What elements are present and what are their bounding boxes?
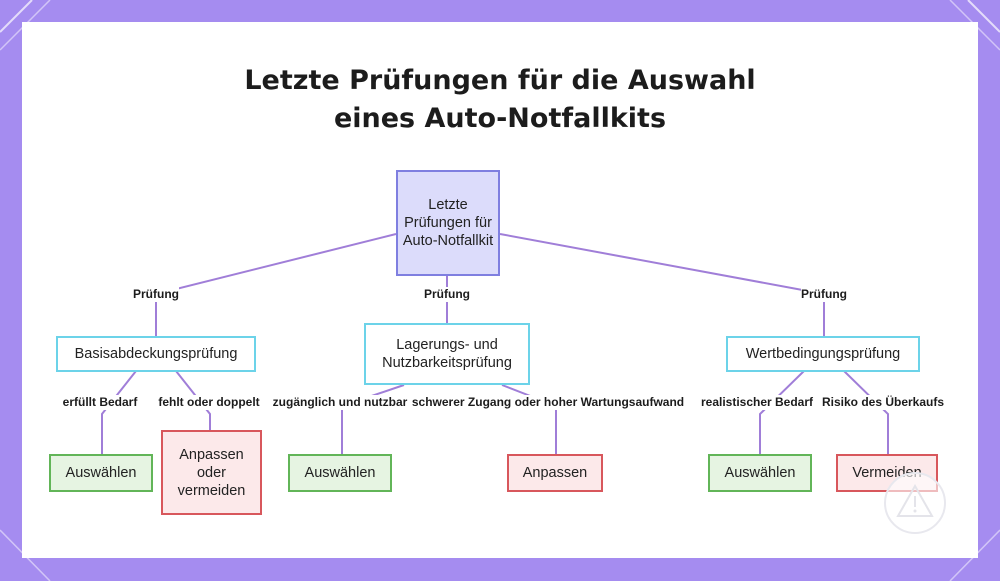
edge-label-fehlt-doppelt: fehlt oder doppelt [158, 395, 260, 410]
edge-root-basis [155, 233, 397, 337]
edge-label-realistisch: realistischer Bedarf [700, 395, 814, 410]
root-label: Letzte Prüfungen für Auto-Notfallkit [402, 197, 494, 249]
check-basis: Basisabdeckungsprüfung [56, 336, 256, 372]
check-wert-label: Wertbedingungsprüfung [745, 346, 901, 362]
outcome-basis-adjust-label: Anpassen oder vermeiden [177, 446, 246, 499]
outcome-basis-select-label: Auswählen [65, 465, 137, 481]
outcome-lagerung-select: Auswählen [288, 454, 392, 492]
title-line-2: eines Auto-Notfallkits [333, 103, 667, 134]
check-wert: Wertbedingungsprüfung [726, 336, 920, 372]
diagram-card: Letzte Prüfungen für die Auswahl eines A… [22, 22, 978, 558]
edge-label-pruefung-mid: Prüfung [424, 287, 470, 302]
title-line-1: Letzte Prüfungen für die Auswahl [244, 65, 756, 96]
edge-label-zugaenglich: zugänglich und nutzbar [272, 395, 408, 410]
check-lagerung: Lagerungs- und Nutzbarkeitsprüfung [364, 323, 530, 385]
outcome-basis-adjust: Anpassen oder vermeiden [161, 430, 262, 515]
edge-label-risiko: Risiko des Überkaufs [821, 395, 945, 410]
root-node: Letzte Prüfungen für Auto-Notfallkit [396, 170, 500, 276]
check-basis-label: Basisabdeckungsprüfung [74, 346, 238, 362]
edge-label-pruefung-right: Prüfung [801, 287, 847, 302]
edge-wert-ok [759, 370, 805, 455]
outcome-wert-select: Auswählen [708, 454, 812, 492]
edge-label-erfuellt-bedarf: erfüllt Bedarf [62, 395, 138, 410]
watermark-badge [884, 472, 946, 534]
edge-label-schwerer-zugang: schwerer Zugang oder hoher Wartungsaufwa… [411, 395, 685, 410]
edge-root-wert [499, 233, 825, 337]
warning-triangle-icon [896, 483, 934, 517]
edge-wert-warn [843, 370, 889, 455]
outcome-lagerung-select-label: Auswählen [304, 465, 376, 481]
edge-basis-ok [101, 370, 137, 455]
diagram-title: Letzte Prüfungen für die Auswahl eines A… [22, 62, 978, 138]
edge-label-pruefung-left: Prüfung [133, 287, 179, 302]
outcome-lagerung-adjust: Anpassen [507, 454, 603, 492]
check-lagerung-label: Lagerungs- und Nutzbarkeitsprüfung [382, 337, 512, 371]
outcome-basis-select: Auswählen [49, 454, 153, 492]
outcome-wert-select-label: Auswählen [724, 465, 796, 481]
outcome-lagerung-adjust-label: Anpassen [522, 465, 588, 481]
edge-basis-warn [175, 370, 211, 431]
